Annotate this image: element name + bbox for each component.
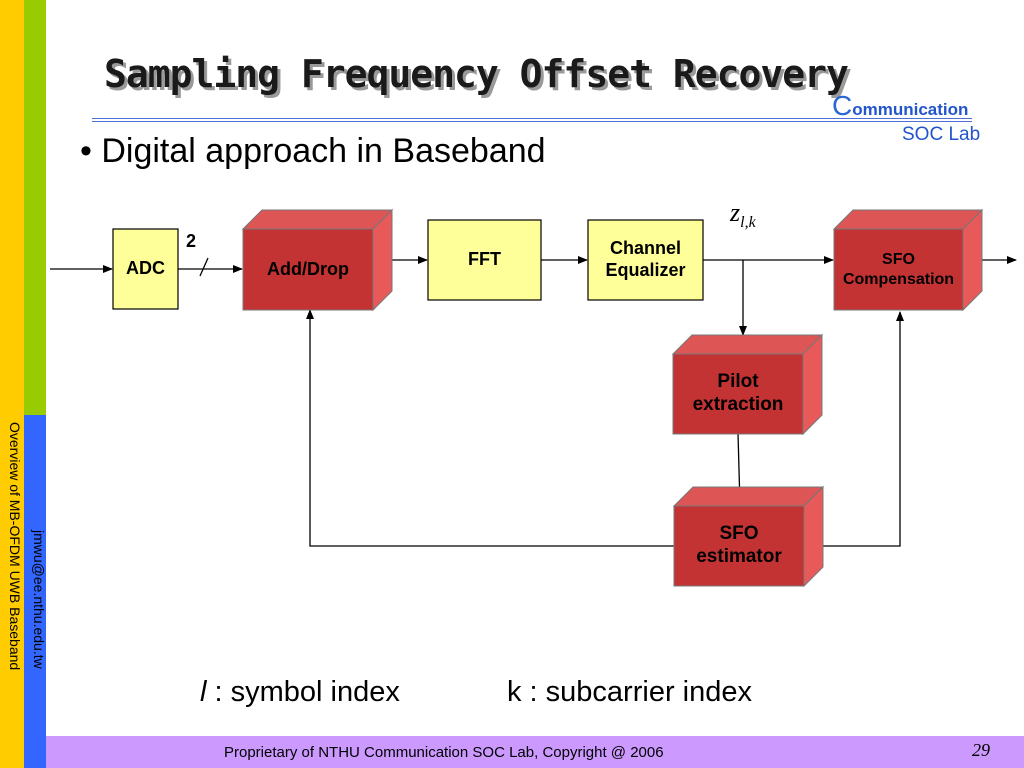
title-rule-2: [92, 121, 972, 122]
sfo-compensation-label: SFO Compensation: [842, 251, 955, 288]
side-course-title: Overview of MB-OFDM UWB Baseband: [7, 422, 23, 671]
logo-line2: SOC Lab: [902, 124, 981, 145]
left-bar-green: [24, 0, 46, 415]
bus-width-label: 2: [186, 231, 197, 251]
channel-equalizer-block: [587, 219, 704, 301]
legend-symbol-index: l : symbol index: [200, 676, 400, 708]
logo-line1: Communication: [832, 90, 969, 121]
signal-z-label: zl,k: [730, 198, 756, 232]
channel-equalizer-label: Channel Equalizer: [605, 238, 686, 280]
slide-title: Sampling Frequency Offset Recovery: [104, 52, 849, 96]
footer-bar: Proprietary of NTHU Communication SOC La…: [46, 736, 1024, 768]
legend-subcarrier-index: k : subcarrier index: [507, 676, 752, 708]
left-bar-yellow: [0, 0, 24, 768]
pilot-extraction-block: [671, 333, 824, 436]
adc-block: [112, 228, 179, 310]
fft-block: [427, 219, 542, 301]
left-bar-blue: [24, 415, 46, 768]
lab-logo: Communication SOC Lab: [832, 90, 1002, 150]
bus-slash: [199, 257, 209, 277]
pilot-extraction-label: Pilot extraction: [692, 371, 784, 415]
sfo-compensation-block: [832, 208, 984, 312]
fft-label: FFT: [468, 249, 501, 270]
page-number: 29: [972, 740, 990, 760]
add-drop-block: [241, 208, 394, 312]
bullet-point: • Digital approach in Baseband: [80, 132, 546, 170]
title-rule: [92, 118, 972, 119]
feedback-to-sfo-comp-arrow: [823, 311, 904, 547]
sfo-estimator-label: SFO estimator: [696, 523, 782, 567]
side-email: jmwu@ee.nthu.edu.tw: [31, 530, 47, 669]
sfo-estimator-block: [672, 485, 825, 588]
adc-label: ADC: [126, 258, 165, 279]
feedback-to-adddrop-arrow: [306, 309, 674, 547]
footer-copyright: Proprietary of NTHU Communication SOC La…: [224, 744, 664, 761]
add-drop-label: Add/Drop: [267, 258, 349, 279]
